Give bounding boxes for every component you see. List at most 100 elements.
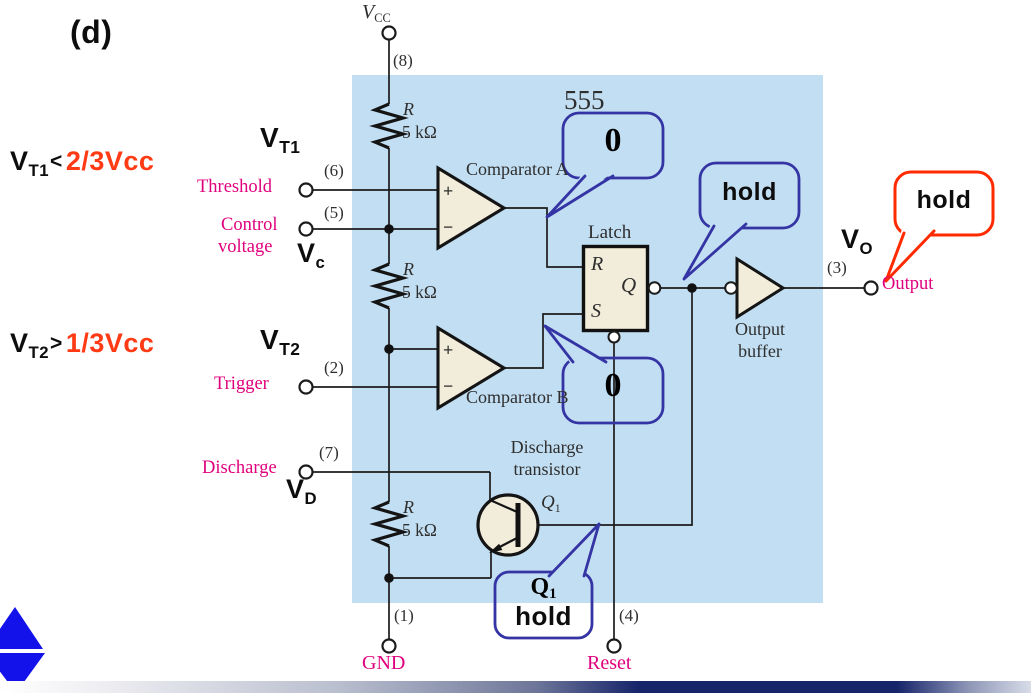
latch-reset-bubble [607, 330, 621, 344]
callout-text-latch-hold: hold [722, 178, 777, 206]
pin-number-3: (3) [827, 258, 847, 277]
figure-label: (d) [70, 14, 112, 51]
junction-compb [384, 344, 394, 354]
latch-input-r: R [591, 253, 604, 275]
transistor-base-bar [515, 503, 521, 547]
voltage-trigger-label: VT2 [260, 324, 300, 360]
figure-label-text: (d) [70, 14, 113, 50]
callout-latch-hold [698, 161, 801, 230]
callout-text-q1: Q1 [530, 574, 557, 602]
wire-compa-to-latch-r [503, 207, 584, 268]
vt2-base: V [260, 324, 280, 355]
pin-number-5: (5) [324, 203, 344, 222]
cond1-var-sub: T1 [28, 161, 50, 180]
pin-label-reset: Reset [587, 652, 632, 674]
latch-label: Latch [588, 222, 632, 243]
callout-text-output-hold: hold [916, 186, 972, 214]
cond2-var-sub: T2 [28, 343, 50, 362]
terminal-control [298, 221, 314, 237]
pin-label-voltage: voltage [218, 237, 273, 257]
junction-q-output [687, 283, 697, 293]
pin-label-output: Output [882, 274, 934, 294]
comparator-b-plus: + [443, 340, 454, 360]
transistor-circle [476, 493, 540, 557]
vt1-base: V [260, 122, 280, 153]
chip-title-text: 555 [564, 85, 605, 115]
terminal-threshold [298, 182, 314, 198]
transistor-label-line2: transistor [513, 459, 581, 479]
resistor-bottom-value: 5 kΩ [402, 520, 437, 540]
terminal-trigger [298, 379, 314, 395]
latch-q-bubble [647, 281, 662, 295]
cond2-value: 1/3Vcc [65, 328, 155, 358]
pin-label-discharge: Discharge [202, 458, 277, 478]
annotation-threshold-condition: VT1<2/3Vcc [10, 146, 154, 181]
comparator-b-label: Comparator B [466, 387, 569, 407]
junction-dots [384, 224, 697, 583]
latch-input-s: S [591, 300, 601, 322]
vt2-sub: T2 [279, 339, 301, 359]
callout-comparator-a [561, 111, 665, 180]
voltage-threshold-label: VT1 [260, 122, 300, 158]
resistor-top [369, 102, 409, 150]
pin-label-gnd: GND [362, 652, 406, 674]
buffer-input-bubble [724, 281, 738, 295]
vd-base: V [286, 474, 305, 504]
wire-compb-to-latch-s [503, 313, 584, 369]
pin-number-6: (6) [324, 161, 344, 180]
vo-base: V [841, 224, 860, 254]
callout-text-comparator-b: 0 [604, 367, 622, 404]
transistor-name: Q1 [541, 492, 561, 515]
terminal-reset [606, 638, 622, 654]
resistor-middle [369, 262, 409, 310]
cond1-value: 2/3Vcc [65, 146, 155, 176]
callout-text-comparator-a: 0 [604, 122, 622, 159]
callout-bubbles [493, 111, 995, 640]
pin-number-8: (8) [393, 51, 413, 70]
wires [312, 39, 865, 640]
terminal-gnd [381, 638, 397, 654]
diamond-decoration [0, 607, 45, 693]
comparator-b-triangle [436, 325, 507, 411]
pin-label-threshold: Threshold [197, 177, 273, 197]
resistor-bottom [369, 500, 409, 548]
discharge-transistor [476, 493, 540, 557]
callout-q1-tail [547, 522, 601, 578]
vcc-base: V [362, 1, 375, 23]
vt1-sub: T1 [279, 137, 301, 157]
pin-number-1: (1) [394, 606, 414, 625]
terminal-discharge [298, 464, 314, 480]
vcc-label: VCC [362, 1, 391, 26]
chip-title: 555 [564, 85, 605, 116]
pin-label-control: Control [221, 215, 278, 235]
callout-b-tail [543, 324, 608, 364]
cond1-var: V [10, 146, 29, 176]
pin-number-2: (2) [324, 358, 344, 377]
voltage-control-label: Vc [297, 238, 325, 273]
transistor-collector [489, 498, 517, 513]
transistor-label-line1: Discharge [510, 437, 584, 457]
wire-q-to-transistor-base [521, 288, 693, 526]
callout-a-tail [545, 174, 615, 219]
terminals [298, 25, 879, 654]
callout-comparator-b [561, 356, 665, 425]
vcc-sub: CC [374, 11, 391, 25]
comparator-a-label: Comparator A [466, 159, 569, 179]
buffer-label-line1: Output [734, 319, 785, 339]
callout-hold-tail [682, 222, 748, 281]
latch-output-q: Q [621, 273, 637, 297]
callout-output-hold [893, 170, 995, 237]
annotation-trigger-condition: VT2>1/3Vcc [10, 328, 154, 363]
resistor-middle-name: R [403, 259, 414, 279]
cond1-operator: < [50, 150, 63, 173]
resistors [369, 102, 409, 548]
callout-q1-hold [493, 570, 594, 640]
junction-control [384, 224, 394, 234]
resistor-top-name: R [403, 99, 414, 119]
voltage-discharge-label: VD [286, 474, 317, 509]
vd-sub: D [304, 489, 318, 508]
terminal-vcc [381, 25, 397, 41]
comparator-a-plus: + [443, 181, 454, 201]
